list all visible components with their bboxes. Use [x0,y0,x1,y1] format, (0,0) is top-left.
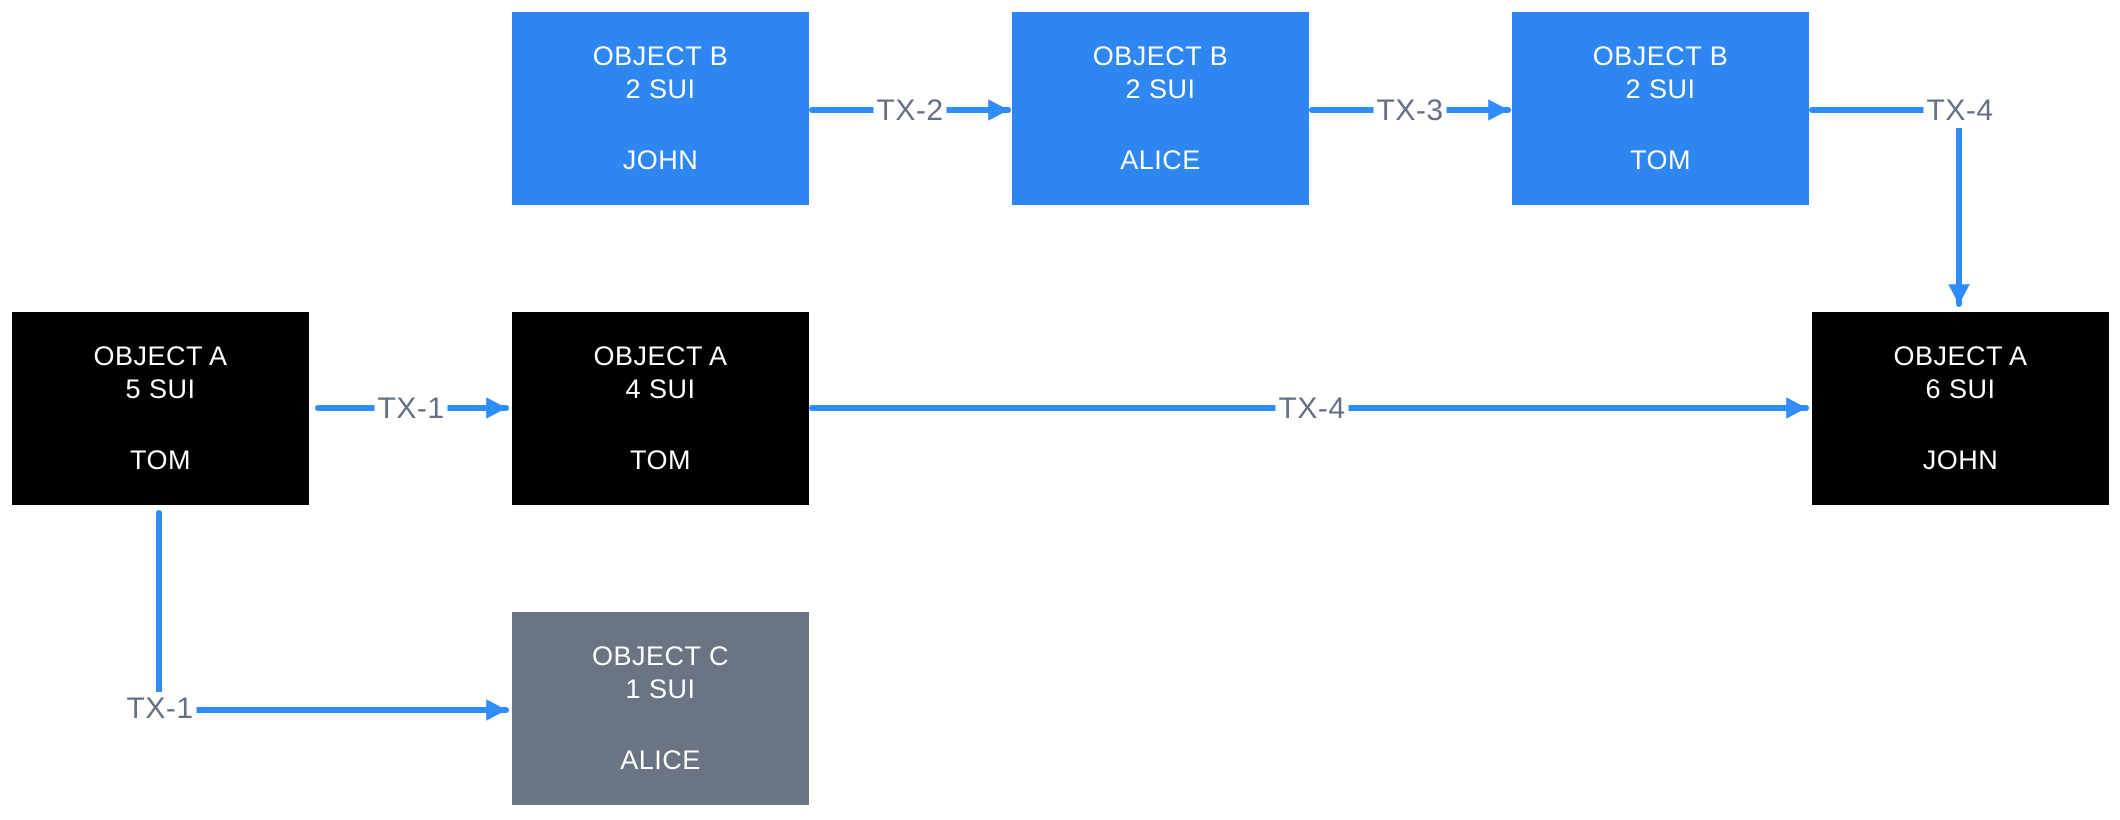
node-amount: 2 SUI [1625,74,1696,104]
node-object-b-john: OBJECT B 2 SUI JOHN [512,12,809,205]
node-object-a-4sui-tom: OBJECT A 4 SUI TOM [512,312,809,505]
node-object-a-6sui-john: OBJECT A 6 SUI JOHN [1812,312,2109,505]
edge-label-tx4-a: TX-4 [1923,94,1997,128]
edge-label-tx2: TX-2 [873,94,947,128]
node-object-a-5sui-tom: OBJECT A 5 SUI TOM [12,312,309,505]
node-owner: TOM [130,445,191,475]
node-title: OBJECT A [93,341,228,371]
edge-label-tx4-b: TX-4 [1275,392,1349,426]
edge-tx4-a [1809,107,1970,307]
node-owner: ALICE [1120,145,1201,175]
node-title: OBJECT B [1592,41,1729,71]
node-title: OBJECT C [591,641,730,671]
node-owner: ALICE [620,745,701,775]
node-title: OBJECT B [592,41,729,71]
node-owner: JOHN [622,145,699,175]
node-amount: 1 SUI [625,674,696,704]
edge-label-tx1-a: TX-1 [374,392,448,426]
node-owner: JOHN [1922,445,1999,475]
node-amount: 4 SUI [625,374,696,404]
node-amount: 6 SUI [1925,374,1996,404]
node-amount: 2 SUI [1125,74,1196,104]
edge-label-tx3: TX-3 [1373,94,1447,128]
edge-label-tx1-b: TX-1 [123,692,197,726]
node-title: OBJECT B [1092,41,1229,71]
node-object-c-alice: OBJECT C 1 SUI ALICE [512,612,809,805]
node-owner: TOM [630,445,691,475]
node-object-b-alice: OBJECT B 2 SUI ALICE [1012,12,1309,205]
node-amount: 2 SUI [625,74,696,104]
node-title: OBJECT A [593,341,728,371]
node-object-b-tom: OBJECT B 2 SUI TOM [1512,12,1809,205]
node-title: OBJECT A [1893,341,2028,371]
node-owner: TOM [1630,145,1691,175]
node-amount: 5 SUI [125,374,196,404]
edge-tx1-b [156,510,509,721]
